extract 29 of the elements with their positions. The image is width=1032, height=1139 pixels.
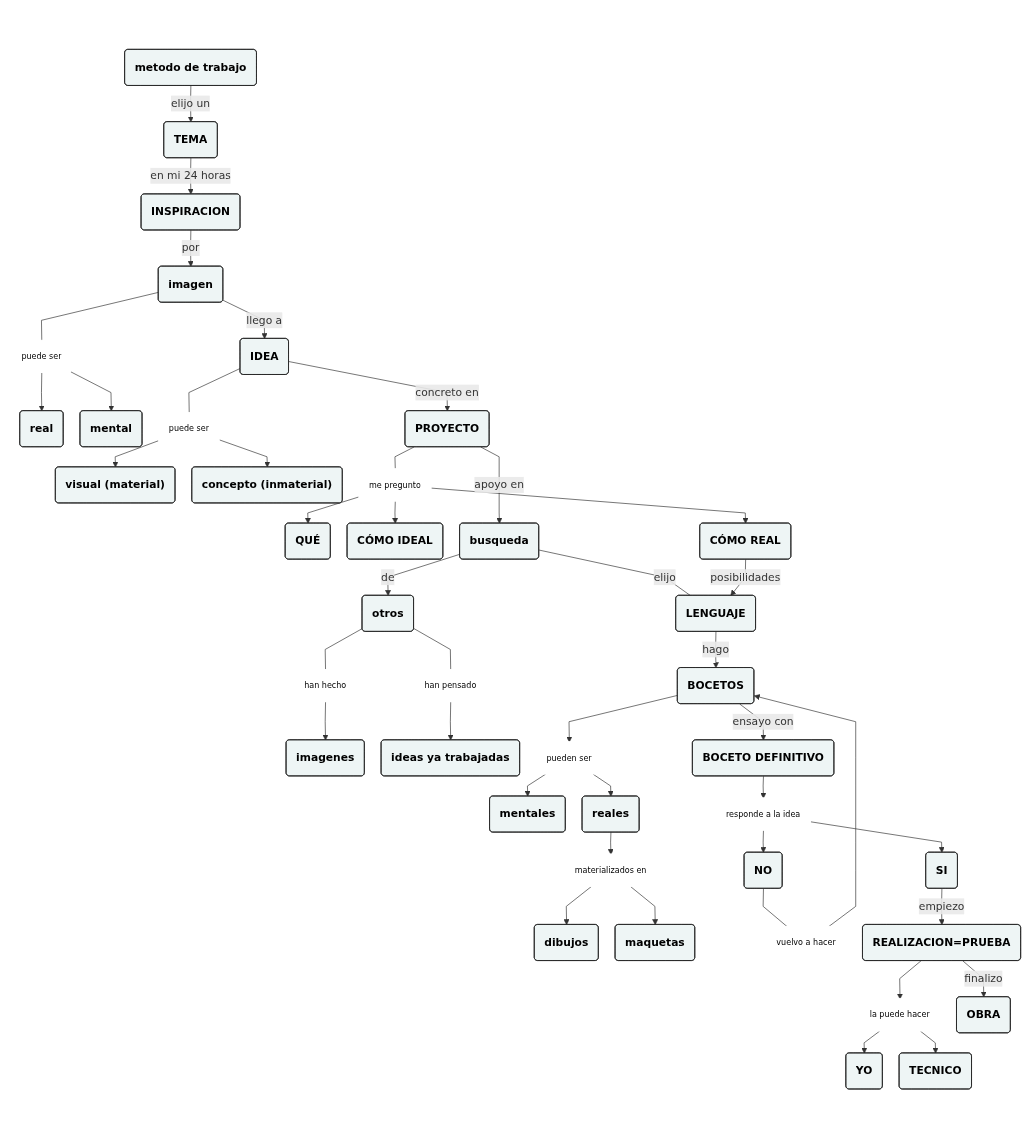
node-text: han pensado bbox=[424, 681, 477, 691]
edge-label: posibilidades bbox=[710, 570, 781, 584]
node-text: han hecho bbox=[304, 681, 347, 691]
edge-label: llego a bbox=[246, 313, 283, 327]
edge-label: concreto en bbox=[415, 386, 479, 399]
node-text: puede ser bbox=[21, 352, 62, 362]
edge-label: elijo un bbox=[171, 97, 211, 110]
node-text: la puede hacer bbox=[869, 1010, 930, 1020]
edge-label: hago bbox=[702, 643, 729, 656]
node-text: responde a la idea bbox=[725, 809, 801, 820]
edge-label: en mi 24 horas bbox=[150, 169, 231, 183]
node-text: me pregunto bbox=[369, 480, 421, 490]
node-text: pueden ser bbox=[546, 753, 592, 763]
connector bbox=[188, 368, 241, 414]
node-text: puede ser bbox=[168, 424, 209, 434]
edge-label: elijo bbox=[653, 570, 676, 584]
connector bbox=[538, 550, 691, 597]
connector bbox=[762, 888, 788, 928]
node-text: vuelvo a hacer bbox=[776, 938, 836, 948]
edge-label: empiezo bbox=[918, 899, 965, 913]
edge-label: ensayo con bbox=[732, 715, 794, 729]
connector bbox=[41, 292, 159, 342]
connector bbox=[413, 628, 452, 671]
edge-label: finalizo bbox=[964, 972, 1003, 985]
connector bbox=[324, 628, 363, 671]
node-text: materializados en bbox=[574, 865, 647, 876]
edge-label: apoyo en bbox=[474, 478, 524, 492]
edge-label: por bbox=[181, 241, 200, 255]
edge-label: de bbox=[381, 570, 395, 584]
